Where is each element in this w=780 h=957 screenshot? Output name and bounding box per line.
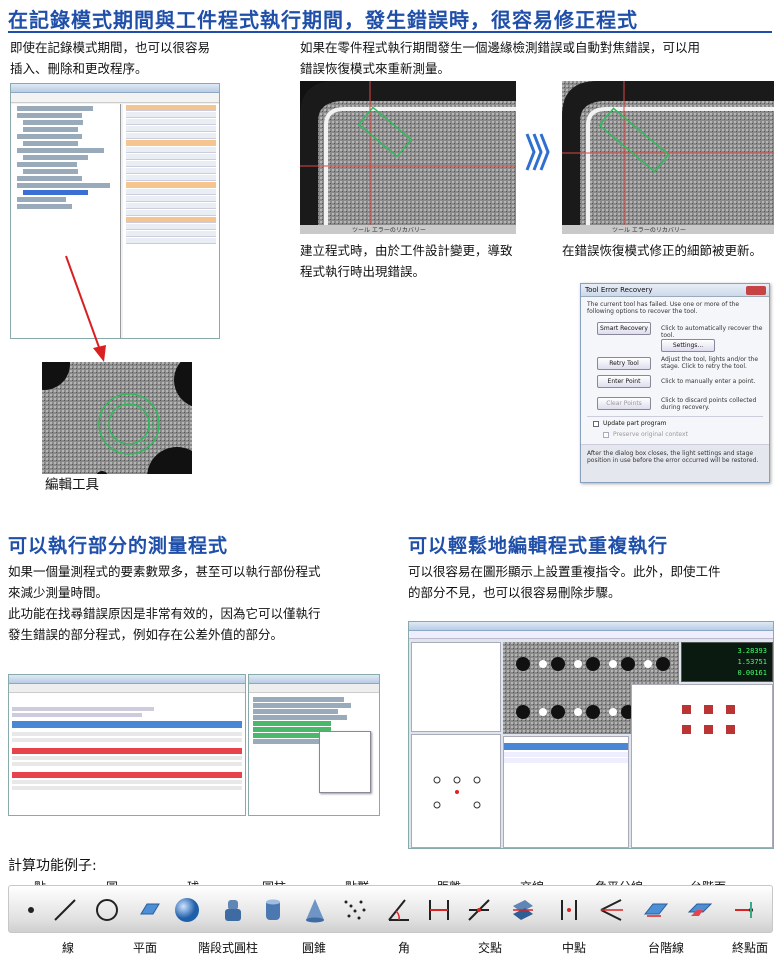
after-image: ツール エラーのリカバリー bbox=[562, 81, 774, 234]
section1-right-text: 如果在零件程式執行期間發生一個邊緣檢測錯誤或自動對焦錯誤，可以用錯誤恢復模式來重… bbox=[300, 40, 701, 76]
tool-error-recovery-dialog: Tool Error Recovery The current tool has… bbox=[580, 283, 770, 483]
sphere-icon bbox=[175, 898, 199, 922]
clear-points-button[interactable]: Clear Points bbox=[597, 397, 651, 410]
label-plane: 平面 bbox=[133, 941, 158, 955]
dro-z: 0.00161 bbox=[737, 669, 767, 677]
before-overlay-text: ツール エラーのリカバリー bbox=[352, 227, 426, 234]
dialog-footer-area bbox=[581, 444, 769, 482]
stepped-cylinder-icon bbox=[225, 900, 241, 921]
line-icon bbox=[54, 899, 76, 921]
preserve-context-checkbox[interactable] bbox=[603, 432, 609, 438]
edit-tool-caption: 編輯工具 bbox=[45, 477, 99, 493]
circle-icon bbox=[96, 899, 118, 921]
after-overlay-text: ツール エラーのリカバリー bbox=[612, 227, 686, 234]
close-icon[interactable] bbox=[746, 286, 766, 295]
partial-run-report-screenshot bbox=[8, 674, 246, 816]
label-midpoint: 中點 bbox=[562, 941, 587, 955]
preserve-context-label: Preserve original context bbox=[613, 431, 688, 438]
software-screenshot bbox=[10, 83, 220, 339]
bisector-icon bbox=[600, 899, 623, 921]
retry-tool-desc: Adjust the tool, lights and/or the stage… bbox=[661, 356, 759, 370]
section1-left-text: 即使在記錄模式期間，也可以很容易插入、刪除和更改程序。 bbox=[10, 40, 211, 76]
dro-x: 3.28393 bbox=[737, 647, 767, 655]
caption-after: 在錯誤恢復模式修正的細節被更新。 bbox=[562, 243, 763, 258]
partial-run-program-screenshot bbox=[248, 674, 380, 816]
smart-recovery-button[interactable]: Smart Recovery bbox=[597, 322, 651, 335]
distance-icon bbox=[429, 900, 449, 920]
calc-title: 計算功能例子: bbox=[8, 858, 97, 874]
label-endpoint-plane: 終點面 bbox=[732, 941, 769, 955]
caption-before: 建立程式時，由於工件設計變更，導致程式執行時出現錯誤。 bbox=[300, 243, 513, 279]
clear-points-desc: Click to discard points collected during… bbox=[661, 397, 757, 411]
repeat-edit-screenshot: 3.28393 1.53751 0.00161 bbox=[408, 621, 774, 849]
before-image: ツール エラーのリカバリー bbox=[300, 81, 516, 234]
section2-title: 可以執行部分的測量程式 bbox=[8, 535, 229, 557]
angle-icon bbox=[388, 899, 409, 921]
dro-display: 3.28393 1.53751 0.00161 bbox=[681, 642, 773, 682]
red-arrow-icon bbox=[65, 255, 106, 362]
point-icon bbox=[28, 907, 34, 913]
label-line: 線 bbox=[62, 941, 75, 955]
intersection-icon bbox=[468, 899, 490, 921]
section2-text: 如果一個量測程式的要素數眾多，甚至可以執行部份程式來減少測量時間。此功能在找尋錯… bbox=[8, 564, 321, 642]
chevron-right-icon bbox=[525, 133, 550, 171]
context-menu bbox=[319, 731, 371, 793]
step-line-icon bbox=[643, 903, 669, 917]
label-stepped-cylinder: 階段式圓柱 bbox=[198, 941, 259, 955]
settings-button[interactable]: Settings... bbox=[661, 339, 715, 352]
dialog-intro: The current tool has failed. Use one or … bbox=[587, 301, 740, 315]
dialog-title: Tool Error Recovery bbox=[581, 284, 769, 297]
intersection-line-icon bbox=[513, 900, 533, 920]
enter-point-desc: Click to manually enter a point. bbox=[661, 378, 756, 385]
dro-y: 1.53751 bbox=[737, 658, 767, 666]
dialog-footer: After the dialog box closes, the light s… bbox=[587, 450, 759, 464]
retry-tool-button[interactable]: Retry Tool bbox=[597, 357, 651, 370]
edit-tool-image bbox=[42, 362, 192, 474]
update-program-label: Update part program bbox=[603, 420, 667, 427]
midpoint-icon bbox=[561, 900, 577, 920]
section3-text: 可以很容易在圖形顯示上設置重複指令。此外，即使工件的部分不見，也可以很容易刪除步… bbox=[408, 564, 721, 600]
title-rule bbox=[8, 31, 772, 33]
label-step-line: 台階線 bbox=[648, 941, 685, 955]
label-cone: 圓錐 bbox=[302, 941, 327, 955]
label-angle: 角 bbox=[398, 941, 411, 955]
enter-point-button[interactable]: Enter Point bbox=[597, 375, 651, 388]
cylinder-icon bbox=[266, 899, 280, 920]
calc-icon-strip bbox=[8, 885, 773, 933]
smart-recovery-desc: Click to automatically recover the tool. bbox=[661, 325, 763, 339]
dialog-divider bbox=[587, 416, 763, 417]
section1-title: 在記錄模式期間與工件程式執行期間，發生錯誤時，很容易修正程式 bbox=[8, 8, 638, 32]
point-cloud-icon bbox=[344, 900, 366, 920]
endpoint-plane-icon bbox=[735, 902, 753, 918]
cone-icon bbox=[306, 899, 324, 923]
label-intersection: 交點 bbox=[478, 941, 503, 955]
section3-title: 可以輕鬆地編輯程式重複執行 bbox=[408, 535, 669, 557]
step-plane-icon bbox=[687, 903, 713, 916]
plane-icon bbox=[140, 903, 160, 915]
update-program-checkbox[interactable] bbox=[593, 421, 599, 427]
